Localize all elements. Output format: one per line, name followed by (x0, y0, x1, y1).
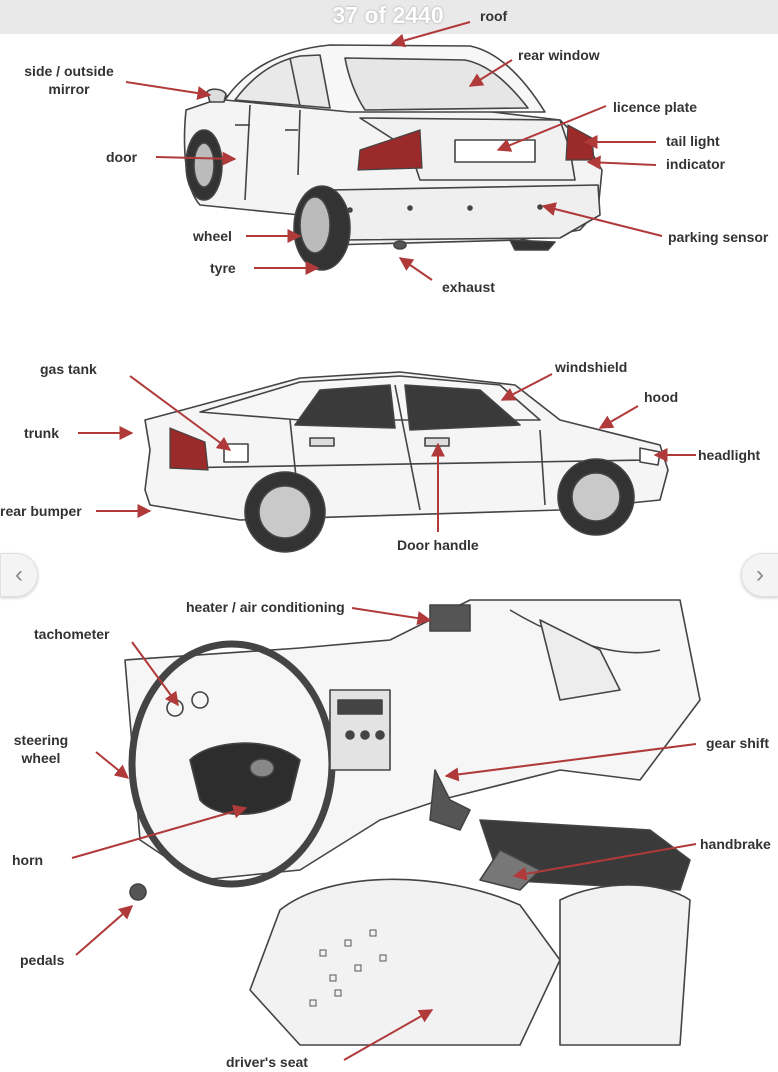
label-rear-window: rear window (518, 46, 600, 64)
side-car-sketch (145, 372, 668, 552)
label-door: door (106, 148, 137, 166)
label-parking-sensor: parking sensor (668, 228, 768, 246)
label-drivers-seat: driver's seat (226, 1053, 308, 1071)
chevron-right-icon: › (756, 563, 764, 587)
label-wheel: wheel (193, 227, 232, 245)
label-steering-wheel: steering wheel (6, 731, 76, 767)
label-heater: heater / air conditioning (186, 598, 345, 616)
image-counter: 37 of 2440 (300, 0, 476, 30)
label-gear-shift: gear shift (706, 734, 769, 752)
label-exhaust: exhaust (442, 278, 495, 296)
label-gas-tank: gas tank (40, 360, 97, 378)
label-trunk: trunk (24, 424, 59, 442)
label-rear-bumper: rear bumper (0, 502, 82, 520)
label-handbrake: handbrake (700, 835, 771, 853)
label-windshield: windshield (555, 358, 627, 376)
label-side-mirror: side / outside mirror (16, 62, 122, 98)
label-headlight: headlight (698, 446, 760, 464)
label-licence-plate: licence plate (613, 98, 697, 116)
label-horn: horn (12, 851, 43, 869)
label-tachometer: tachometer (34, 625, 109, 643)
label-tyre: tyre (210, 259, 236, 277)
interior-sketch (125, 600, 700, 1045)
label-roof: roof (480, 7, 507, 25)
label-tail-light: tail light (666, 132, 720, 150)
label-door-handle: Door handle (397, 536, 479, 554)
chevron-left-icon: ‹ (15, 563, 23, 587)
label-hood: hood (644, 388, 678, 406)
next-image-button[interactable]: › (741, 553, 778, 597)
label-pedals: pedals (20, 951, 64, 969)
label-indicator: indicator (666, 155, 725, 173)
